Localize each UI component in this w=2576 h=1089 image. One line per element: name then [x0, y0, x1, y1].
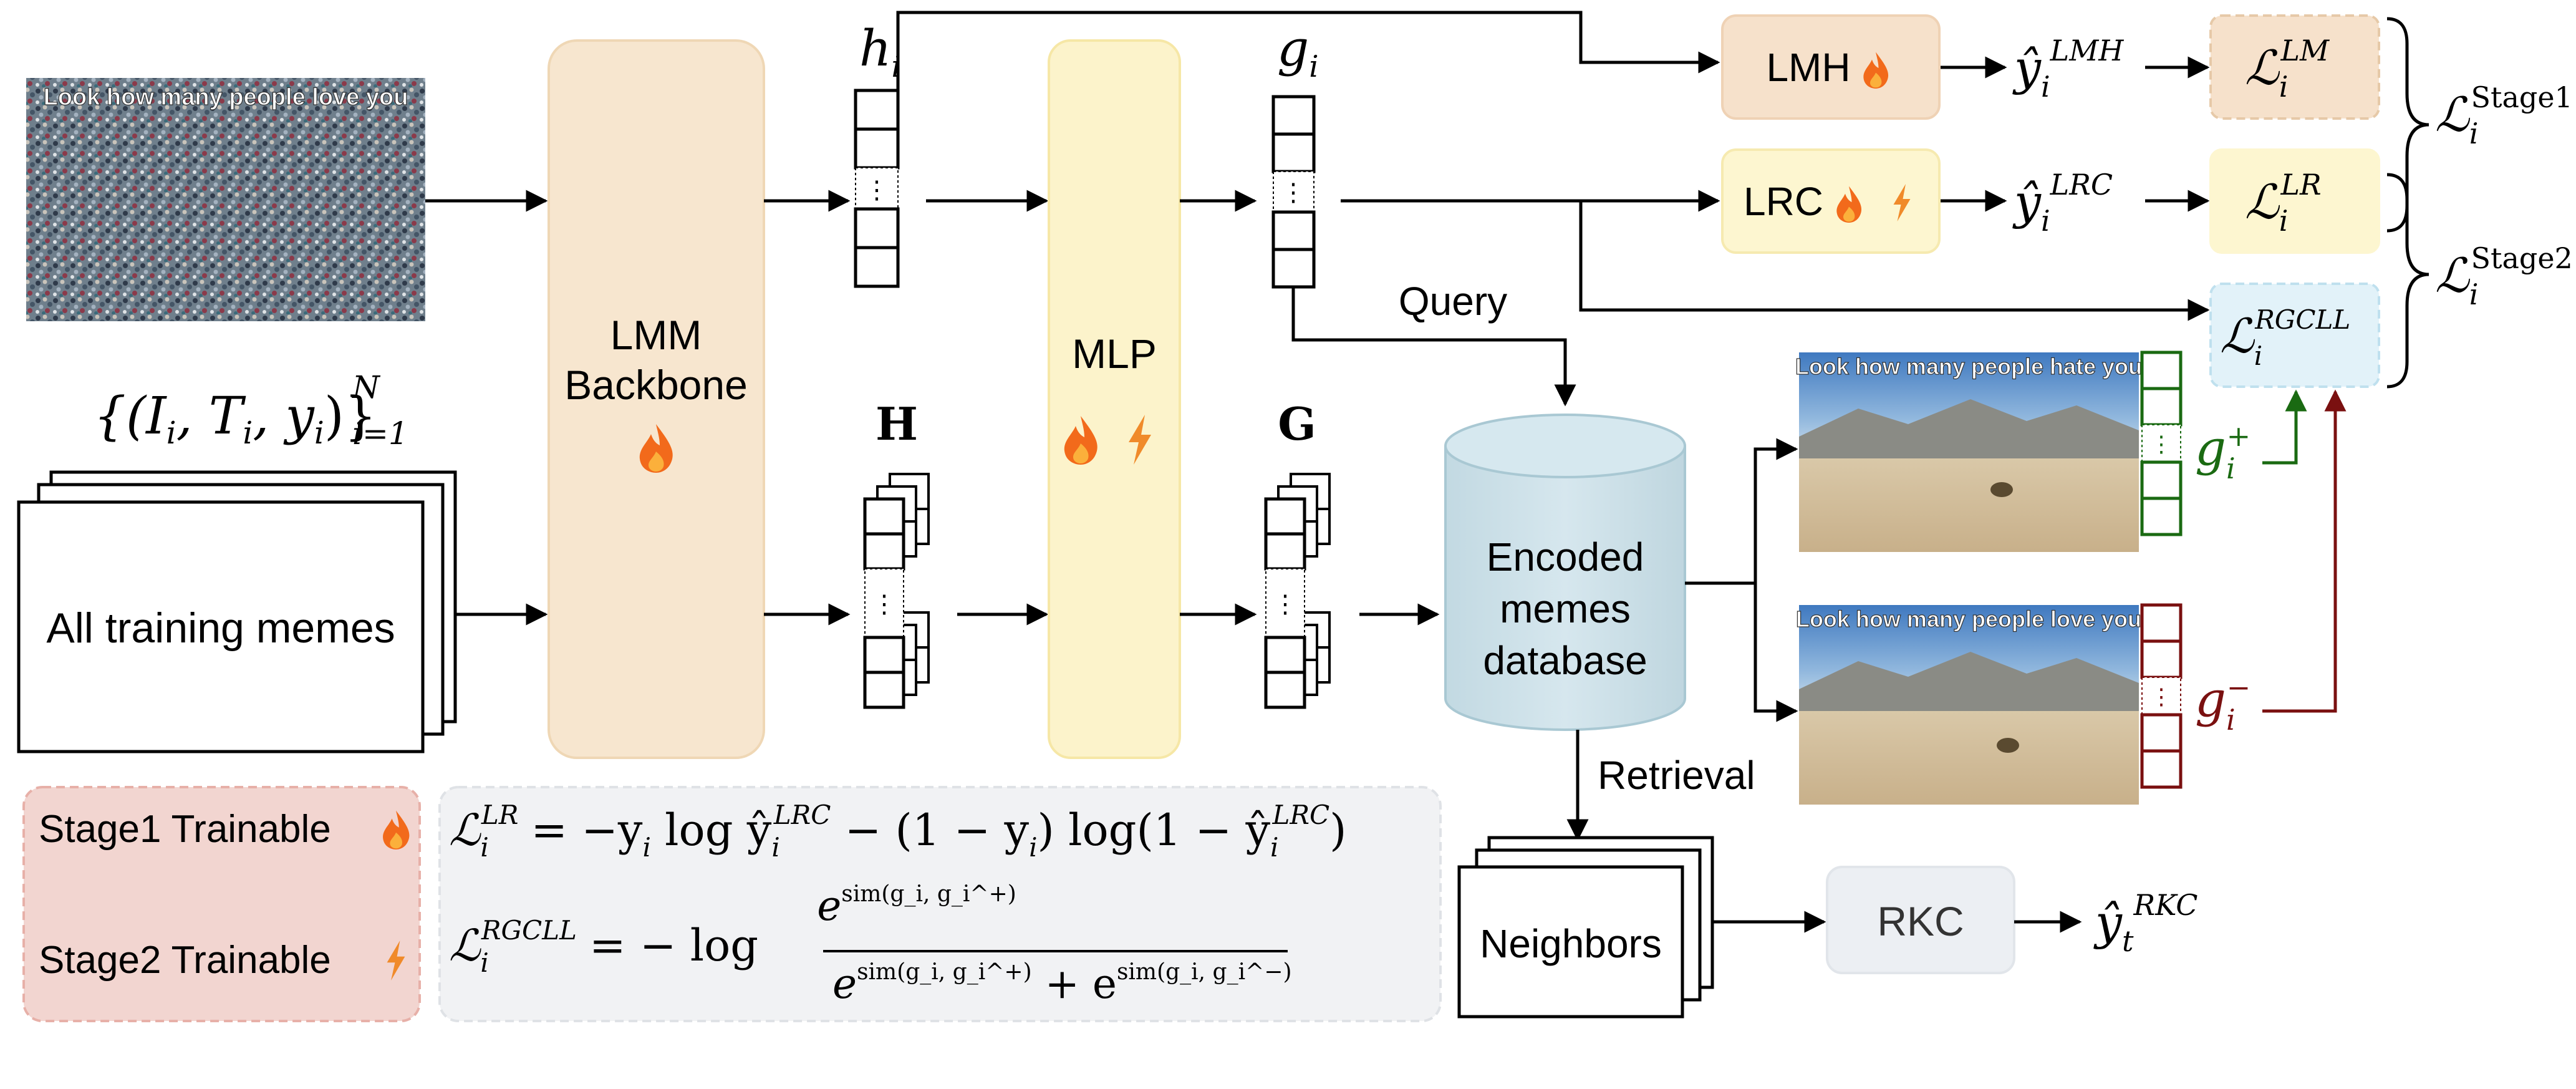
y-hat-lrc: ŷiLRC: [2012, 168, 2113, 238]
retrieval-label: Retrieval: [1598, 753, 1755, 798]
encoded-memes-database: Encoded memes database: [1444, 414, 1686, 731]
negative-embedding-vector: ⋮: [2140, 603, 2183, 789]
input-meme-caption: Look how many people love you: [44, 84, 408, 110]
fire-icon: [1836, 186, 1862, 223]
g-i-label: gi: [1277, 19, 1319, 84]
loss-lr: ℒiLR: [2245, 168, 2322, 238]
lmh-head: LMH: [1721, 14, 1941, 120]
fire-icon: [1863, 52, 1889, 89]
fire-icon: [383, 810, 410, 849]
db-line1: Encoded: [1487, 535, 1644, 579]
lightning-icon: [1129, 415, 1151, 465]
lightning-icon: [1893, 184, 1911, 221]
neighbors-label: Neighbors: [1480, 921, 1662, 966]
svg-text:⋮: ⋮: [864, 176, 889, 205]
arrow-db-to-positive: [1685, 438, 1798, 585]
loss-lr-box: ℒiLR: [2209, 148, 2380, 254]
dataset-i1: i=1: [352, 415, 408, 452]
y-hat-lmh: ŷiLMH: [2012, 34, 2124, 104]
query-label: Query: [1399, 279, 1507, 324]
stage2-brace: [2386, 173, 2429, 389]
svg-text:⋮: ⋮: [1273, 590, 1298, 619]
g-negative-label: gi−: [2195, 670, 2250, 737]
formula-lr: ℒiLR= −yi log ŷiLRC − (1 − yi) log(1 − ŷ…: [449, 800, 1346, 863]
arrow-g-to-rgcll: [1579, 201, 2210, 321]
input-meme-image: Look how many people love you: [26, 78, 425, 321]
mlp-label: MLP: [1072, 331, 1157, 377]
legend-box: Stage1 Trainable Stage2 Trainable: [22, 786, 421, 1022]
H-stack: ⋮: [863, 473, 930, 709]
positive-meme-image: Look how many people hate you: [1795, 352, 2143, 552]
H-label: H: [876, 397, 918, 450]
negative-meme-image: Look how many people love you: [1795, 605, 2142, 805]
g-positive-label: gi+: [2195, 419, 2250, 485]
lrc-head: LRC: [1721, 148, 1941, 254]
arrow-h-to-lmh: [896, 11, 1720, 90]
training-memes-stack: All training memes: [17, 470, 457, 753]
y-hat-rkc: ŷtRKC: [2093, 888, 2197, 958]
db-line3: database: [1483, 638, 1647, 683]
dataset-N: N: [352, 369, 381, 405]
legend-stage2: Stage2 Trainable: [39, 939, 331, 982]
negative-meme-caption: Look how many people love you: [1796, 606, 2141, 632]
svg-text:⋮: ⋮: [872, 590, 897, 619]
formula-rgcll-denominator: esim(g_i, g_i^+) + esim(g_i, g_i^−): [832, 959, 1291, 1008]
loss-stage2: ℒiStage2: [2435, 241, 2573, 311]
stack-label: All training memes: [46, 604, 395, 652]
backbone-line2: Backbone: [564, 362, 748, 408]
svg-text:⋮: ⋮: [2150, 684, 2173, 710]
positive-meme-caption: Look how many people hate you: [1795, 354, 2142, 379]
arrow-positive-to-rgcll: [2262, 389, 2307, 465]
formula-rgcll-numerator: esim(g_i, g_i^+): [817, 881, 1016, 930]
h-i-label: hi: [859, 19, 901, 84]
dataset-notation: {(Ii, Ti, yi)}: [94, 387, 377, 451]
G-stack: ⋮: [1264, 473, 1331, 709]
arrow-db-to-negative: [1754, 583, 1798, 722]
formula-rgcll-lhs: ℒiRGCLL= − log: [449, 915, 758, 978]
positive-embedding-vector: ⋮: [2140, 351, 2183, 536]
arrow-negative-to-rgcll: [2262, 389, 2347, 713]
lmh-label: LMH: [1766, 45, 1850, 90]
rkc-module: RKC: [1826, 866, 2015, 974]
neighbors-stack: Neighbors: [1457, 836, 1714, 1019]
svg-text:⋮: ⋮: [2150, 432, 2173, 457]
lmm-backbone: LMM Backbone: [548, 39, 765, 759]
h-i-vector: ⋮: [854, 89, 900, 288]
fire-icon: [639, 424, 673, 473]
lrc-label: LRC: [1744, 179, 1823, 224]
fire-icon: [1064, 416, 1097, 465]
loss-rgcll: ℒiRGCLL: [2220, 304, 2350, 371]
mlp-module: MLP: [1048, 39, 1181, 759]
formula-box: ℒiLR= −yi log ŷiLRC − (1 − yi) log(1 − ŷ…: [438, 786, 1442, 1022]
loss-lm: ℒiLM: [2245, 34, 2330, 104]
loss-stage1: ℒiStage1: [2435, 80, 2573, 150]
backbone-line1: LMM: [610, 312, 702, 358]
db-line2: memes: [1500, 586, 1631, 631]
g-i-vector: ⋮: [1271, 95, 1316, 289]
arrow-query: [1291, 287, 1576, 407]
lightning-icon: [387, 941, 405, 980]
legend-stage1: Stage1 Trainable: [39, 808, 331, 851]
svg-text:⋮: ⋮: [1281, 178, 1306, 207]
rkc-label: RKC: [1877, 898, 1964, 944]
loss-rgcll-box: ℒiRGCLL: [2209, 283, 2380, 388]
G-label: G: [1278, 397, 1316, 450]
loss-lm-box: ℒiLM: [2209, 14, 2380, 120]
